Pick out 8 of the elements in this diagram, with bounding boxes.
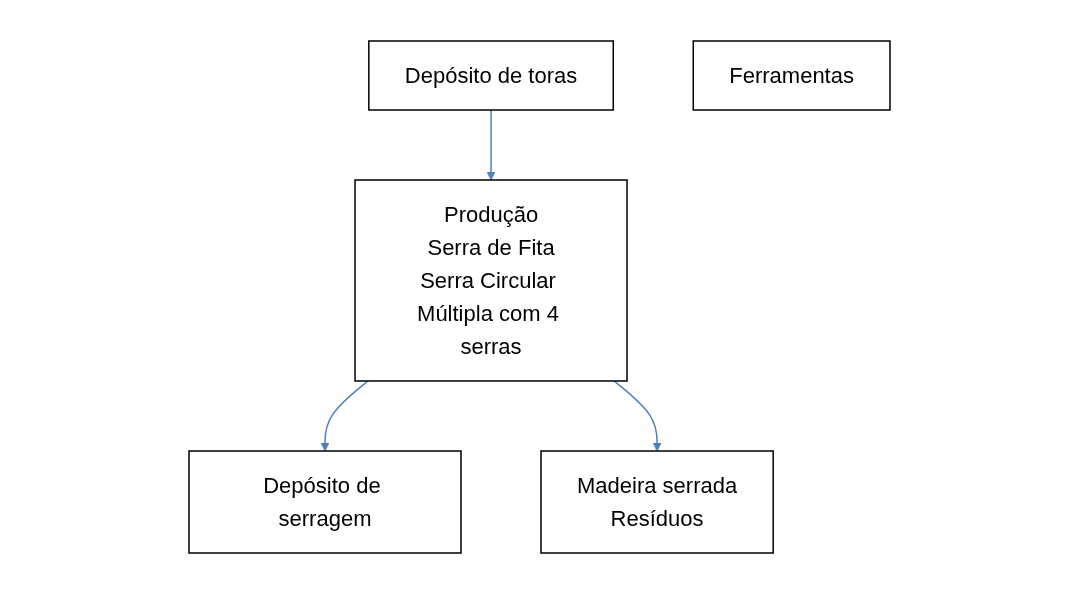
arrow — [486, 108, 496, 180]
node-box: Produção Serra de Fita Serra Circular Múltipla com 4 serras — [354, 178, 628, 382]
node-box: Depósito de toras — [368, 39, 614, 111]
arrow — [613, 379, 662, 451]
node-box: Depósito de serragem — [188, 449, 462, 554]
node-box: Ferramentas — [692, 39, 891, 111]
node-box: Madeira serrada Resíduos — [540, 449, 774, 554]
arrow — [320, 379, 369, 451]
